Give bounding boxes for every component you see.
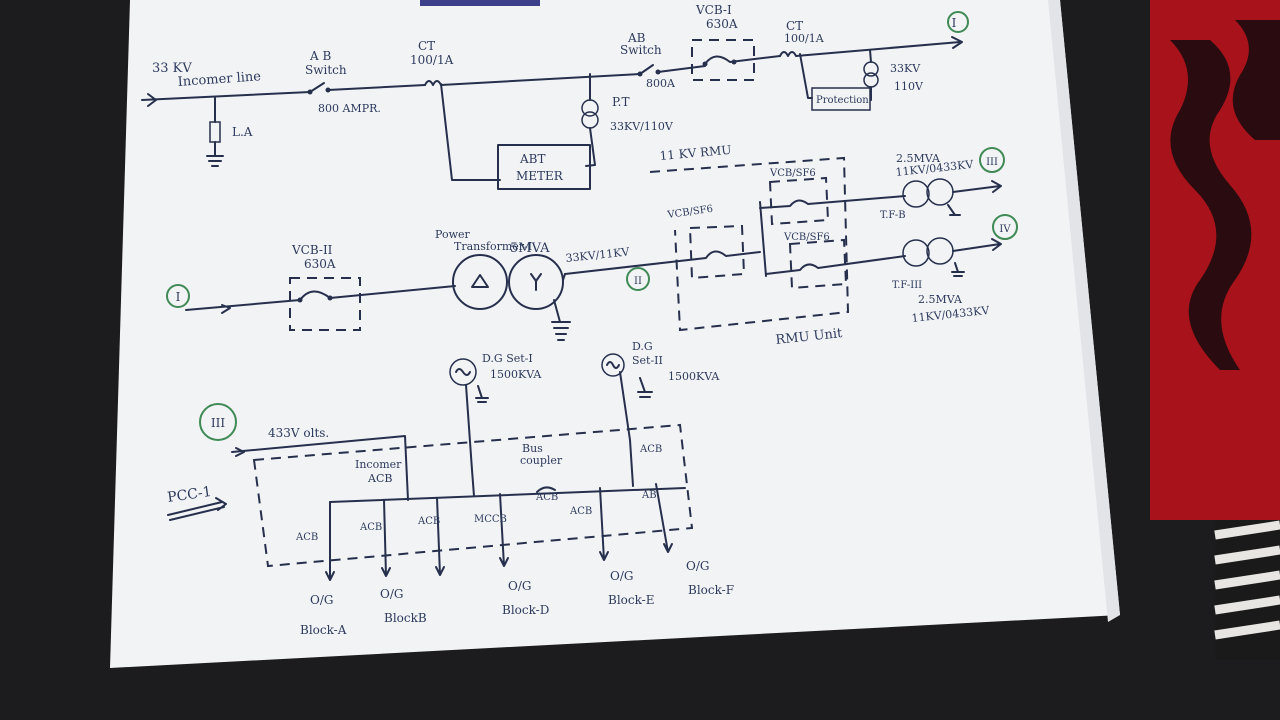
incomer-acb-line-1: Incomer (355, 458, 402, 471)
ab-switch-2-rating: 800A (646, 77, 676, 90)
marker-iii-label: III (986, 157, 998, 168)
top-stamp (420, 0, 540, 6)
ab-switch-2-label-a: AB (627, 31, 646, 45)
og-d-label: O/G (508, 579, 531, 593)
cloth-pattern-2 (1232, 20, 1280, 140)
voltage-433-label: 433V olts. (268, 426, 329, 440)
ab-switch-1-label-a: A B (309, 49, 331, 63)
vcb-sf6-label-1: VCB/SF6 (769, 168, 816, 179)
dg2-line-3: 1500KVA (668, 370, 720, 383)
pt-ratio: 33KV/110V (610, 120, 674, 133)
og-b-label: O/G (380, 587, 403, 601)
power-tf-line-1: Power (435, 228, 471, 241)
og-e-label: O/G (610, 569, 633, 583)
abt-meter-box (497, 144, 591, 190)
power-transformer-secondary (508, 254, 564, 310)
ab-switch-2-label-b: Switch (620, 43, 662, 57)
marker-i-left: I (176, 290, 181, 304)
tf-c-rating-1: 2.5MVA (918, 293, 963, 306)
pcc-section (167, 353, 694, 581)
power-transformer-primary (452, 254, 508, 310)
incomer-section (141, 36, 963, 190)
tf-b-label: T.F-B (880, 210, 906, 221)
power-tf-line-3: 5MVA (510, 241, 550, 256)
pcc-label: PCC-1 (166, 484, 212, 506)
pt-label: P.T (612, 95, 629, 109)
ct-2-label: CT (786, 19, 803, 33)
ct-1-label: CT (418, 39, 435, 53)
ptp-ratio-1: 33KV (890, 62, 921, 75)
marker-i-top: I (952, 16, 957, 30)
rmu-11kv-label: 11 KV RMU (659, 143, 732, 163)
mccb-label: MCCB (474, 514, 507, 525)
block-d-label: Block-D (502, 603, 549, 617)
tf-c-label: T.F-III (892, 280, 922, 291)
power-tf-line-2: Transformer-I (454, 240, 532, 253)
vcb-sf6-label-3: VCB/SF6 (783, 232, 830, 243)
ab-switch-1-label-b: Switch (305, 63, 347, 77)
striped-cloth (1214, 520, 1280, 660)
marker-iii-pcc: III (211, 416, 225, 430)
bus-coupler-line-2: coupler (520, 454, 563, 467)
block-e-label: Block-E (608, 593, 654, 607)
og-a-label: O/G (310, 593, 333, 607)
incomer-line-label: Incomer line (177, 69, 262, 90)
marker-ii-label: II (634, 276, 642, 287)
ct-1-ratio: 100/1A (410, 53, 454, 67)
dg2-line-2: Set-II (632, 354, 663, 367)
og-f-label: O/G (686, 559, 709, 573)
ptp-ratio-2: 110V (894, 80, 924, 93)
acb-e-label: ACB (569, 506, 592, 517)
green-markers (166, 11, 1018, 441)
ab-switch-1-rating: 800 AMPR. (318, 102, 381, 115)
vcb1-label: VCB-I (695, 3, 732, 17)
marker-iv-label: IV (999, 224, 1011, 235)
labels-layer: 33 KV Incomer line A B Switch 800 AMPR. … (152, 3, 1011, 637)
bus-coupler-line-1: Bus (522, 442, 543, 455)
acb-b-label: ACB (359, 522, 382, 533)
vcb2-label: VCB-II (291, 243, 333, 257)
transformer-section (185, 254, 571, 341)
block-a-label: Block-A (300, 623, 347, 637)
rmu-unit-label: RMU Unit (775, 326, 844, 348)
dg2-line-1: D.G (632, 340, 653, 353)
protection-label: Protection (816, 95, 869, 106)
bus-coupler-acb-label: ACB (535, 492, 558, 503)
tf-b-rating-1: 2.5MVA (896, 152, 941, 165)
acb-a-label: ACB (295, 532, 318, 543)
dg1-line-1: D.G Set-I (482, 352, 533, 365)
abt-meter-line-1: ABT (519, 152, 546, 166)
acb-dg2-label: ACB (639, 444, 662, 455)
incomer-voltage-label: 33 KV (152, 61, 192, 76)
block-f-label: Block-F (688, 583, 734, 597)
ct-2-ratio: 100/1A (784, 32, 825, 45)
block-b-label: BlockB (384, 611, 427, 625)
incomer-acb-line-2: ACB (367, 472, 392, 485)
abt-meter-line-2: METER (516, 169, 564, 183)
vcb1-rating: 630A (706, 17, 738, 31)
rmu-section (564, 156, 1002, 332)
acb-c-label: ACB (417, 516, 440, 527)
acb-f-label: AB (641, 490, 657, 501)
vcb2-rating: 630A (304, 257, 336, 271)
la-label: L.A (232, 125, 253, 139)
cloth-pattern (1170, 40, 1252, 370)
dg1-line-2: 1500KVA (490, 368, 542, 381)
